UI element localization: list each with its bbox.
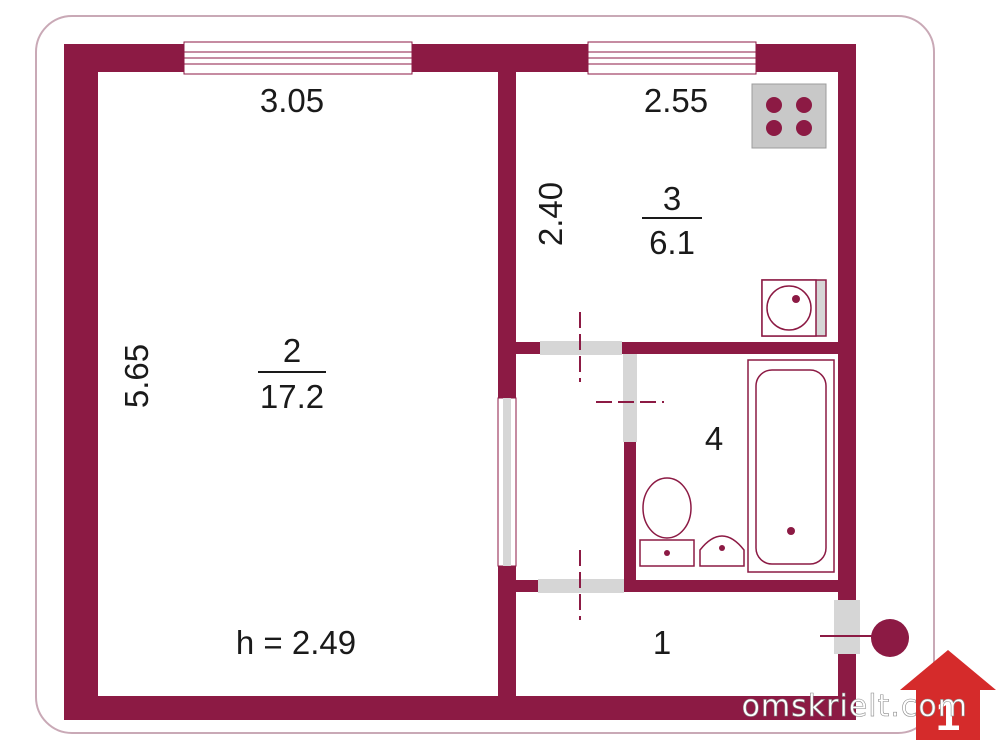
room2-area: 17.2 [260, 378, 324, 415]
room2-label: 2 17.2 [258, 332, 326, 415]
sink-icon [761, 279, 827, 337]
room1-label: 1 [653, 624, 671, 661]
room2-length-label: 5.65 [118, 344, 155, 408]
room3-depth-label: 2.40 [532, 182, 569, 246]
entrance-door-icon [834, 600, 860, 654]
room3-number: 3 [663, 180, 681, 217]
walls [64, 44, 856, 720]
room3-width-label: 2.55 [644, 82, 708, 119]
room3-label: 3 6.1 [642, 180, 702, 261]
stove-icon [751, 83, 827, 149]
window-room3 [587, 41, 757, 75]
room4-label: 4 [705, 420, 723, 457]
plan-frame [35, 15, 935, 734]
logo-numeral: 1 [936, 691, 960, 740]
ceiling-height-label: h = 2.49 [236, 624, 356, 661]
room3-area: 6.1 [649, 224, 695, 261]
room2-width-label: 3.05 [260, 82, 324, 119]
door-bathroom [623, 354, 637, 442]
watermark-site: omskrielt.com [742, 689, 968, 724]
window-room2 [183, 41, 413, 75]
house-logo-icon: 1 [900, 650, 996, 740]
bathtub-icon [747, 359, 835, 573]
washbasin-icon [699, 535, 745, 567]
room2-number: 2 [283, 332, 301, 369]
toilet-icon [639, 477, 695, 567]
entrance-marker [871, 619, 909, 657]
